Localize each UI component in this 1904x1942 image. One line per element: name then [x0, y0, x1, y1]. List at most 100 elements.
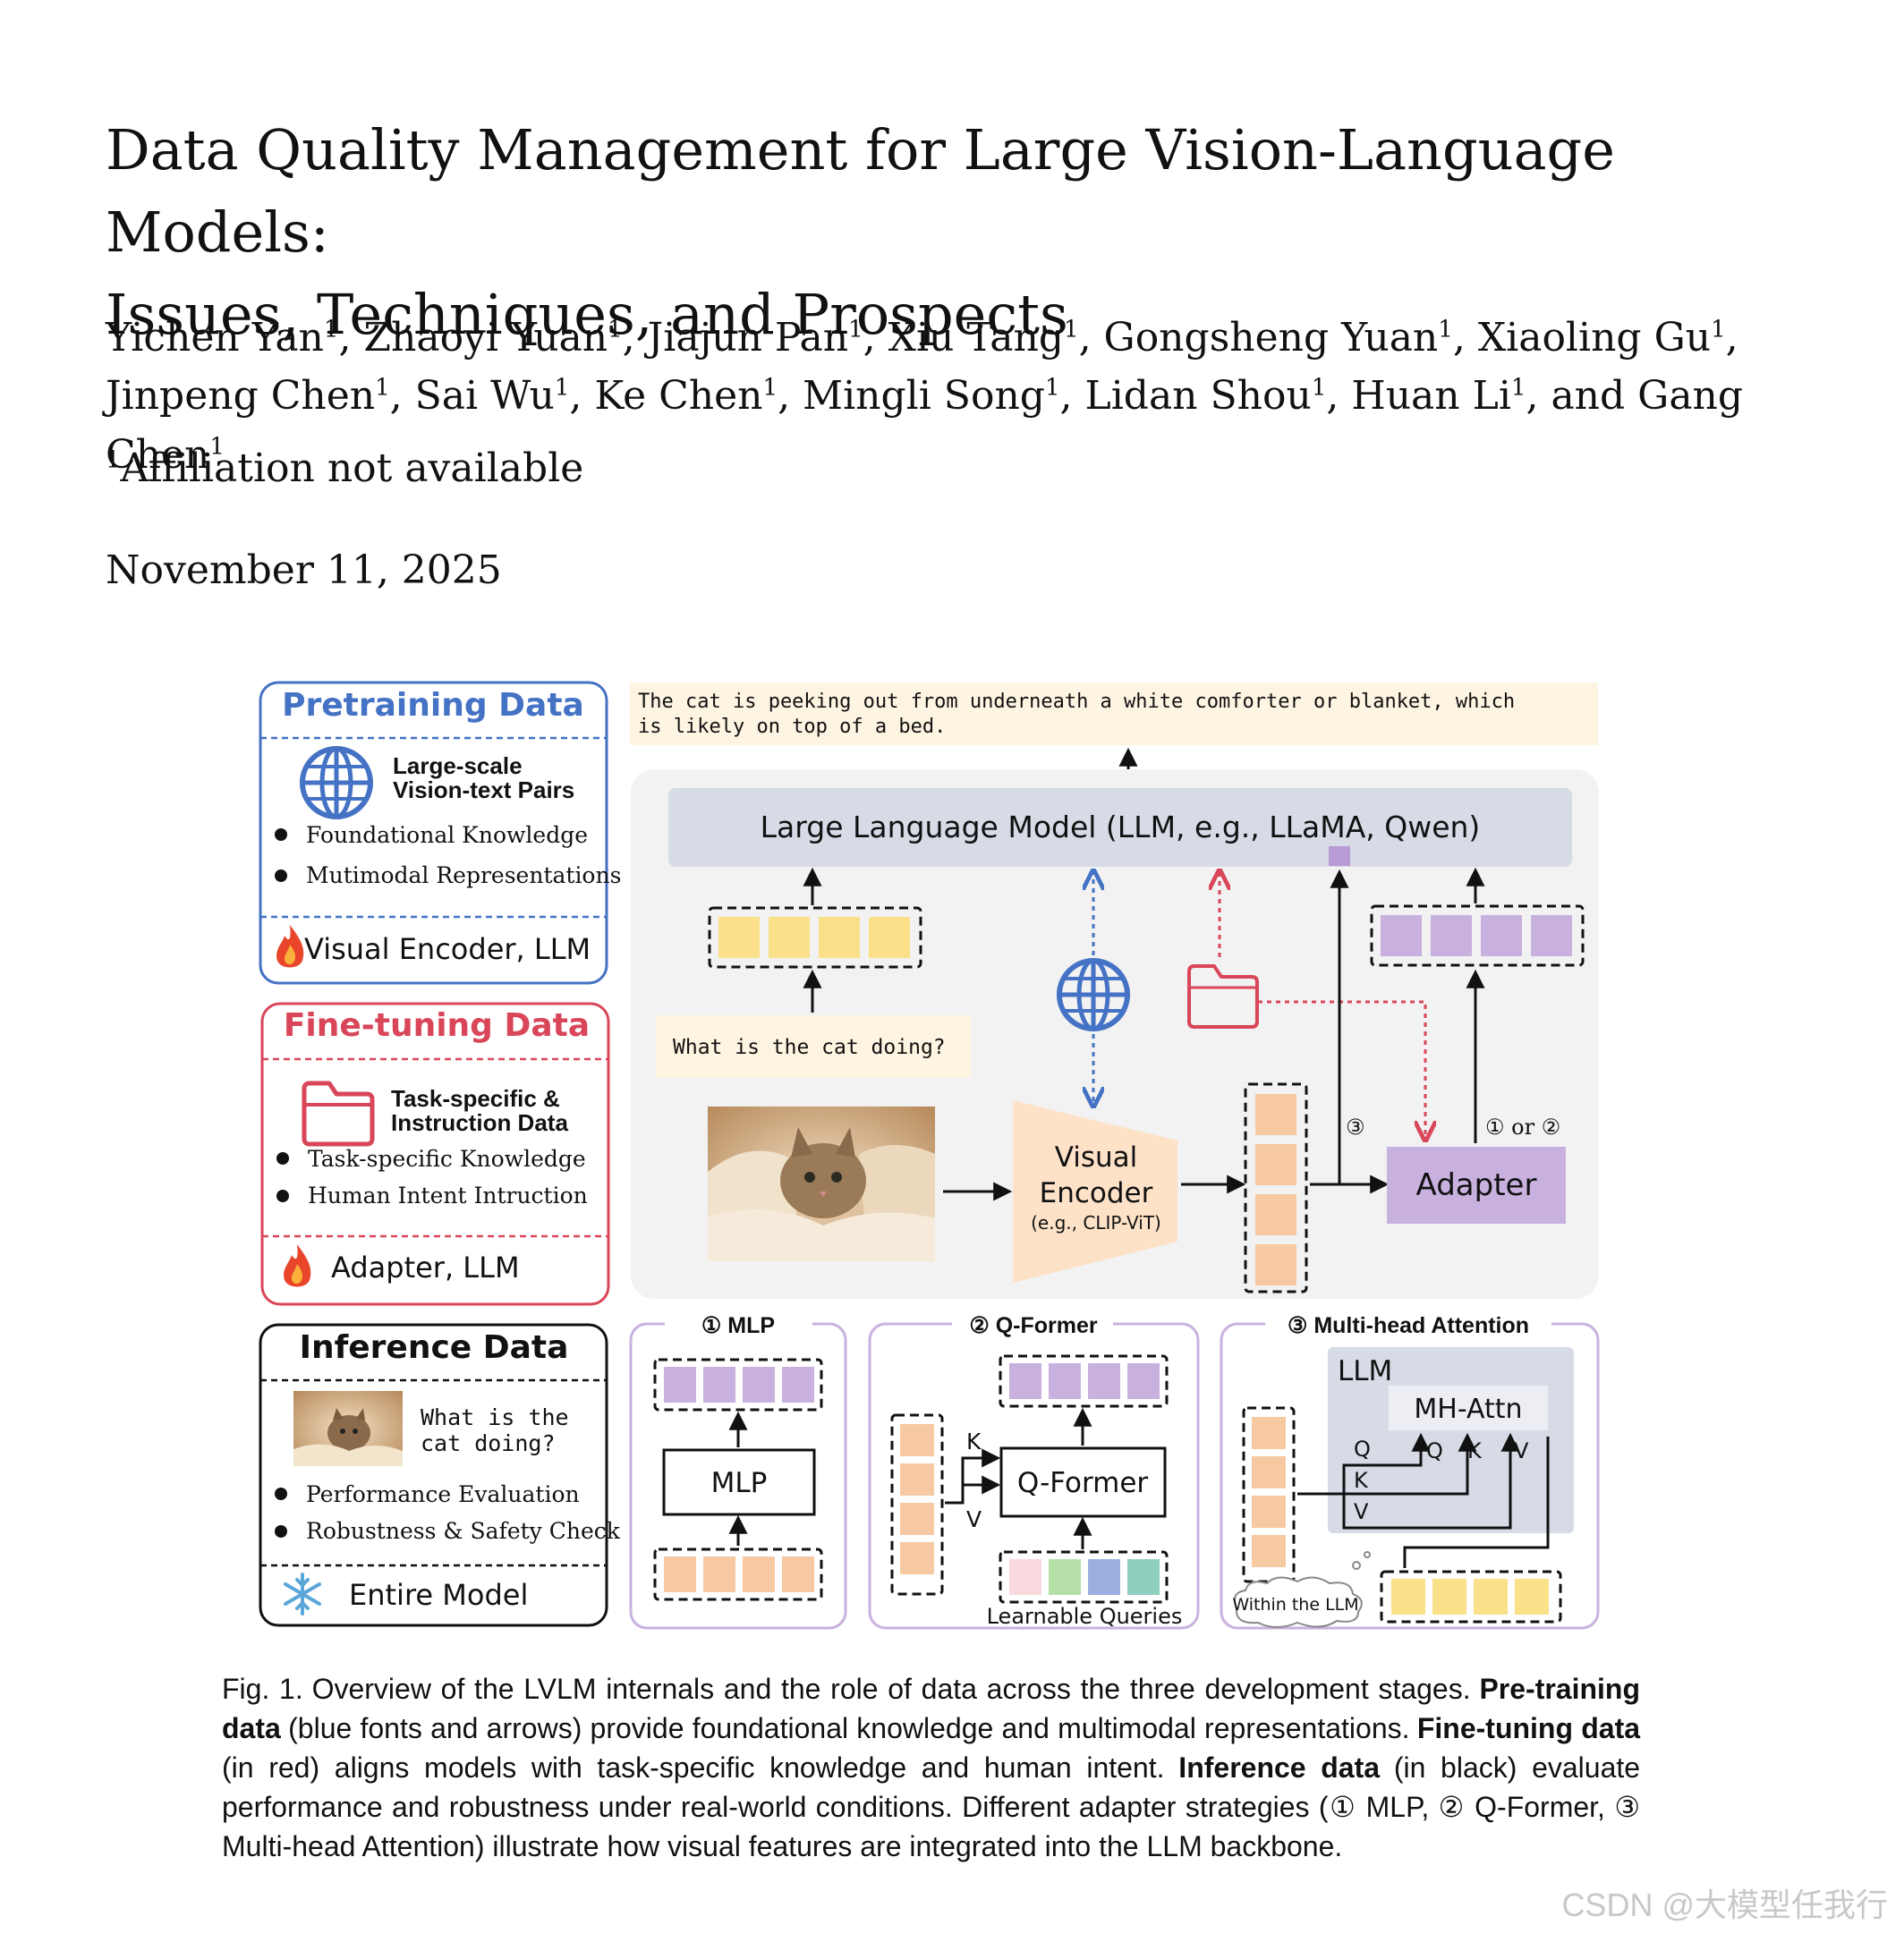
author-line-1: Yichen Yan1, Zhaoyi Yuan1, Jiajun Pan1, …: [106, 314, 1738, 360]
figure-1: Pretraining Data Large-scale Vision-text…: [251, 671, 1611, 1637]
cat-photo-thumbnail: [293, 1391, 403, 1466]
path-label-1or2: ① or ②: [1485, 1115, 1560, 1140]
caption-sentence-2: (blue fonts and arrows) provide foundati…: [288, 1712, 1410, 1744]
svg-text:Q: Q: [1426, 1438, 1443, 1463]
mha-panel-title: ③ Multi-head Attention: [1288, 1313, 1529, 1338]
author-name: Gang Chen: [106, 373, 1744, 478]
pretraining-trainable: Visual Encoder, LLM: [304, 932, 591, 966]
inference-data-box: Inference Data What is the cat doing? Pe…: [259, 1323, 621, 1627]
inference-question-2: cat doing?: [421, 1430, 556, 1456]
finetuning-title: Fine-tuning Data: [284, 1007, 590, 1044]
globe-icon: [1057, 958, 1130, 1031]
visual-token: [1255, 1244, 1296, 1285]
pretraining-data-box: Pretraining Data Large-scale Vision-text…: [259, 681, 621, 985]
author-name: Sai Wu: [414, 373, 555, 420]
mha-panel: ③ Multi-head Attention LLM MH-Attn Q K V…: [1220, 1313, 1600, 1630]
finetuning-bullet-2: Human Intent Intruction: [308, 1183, 588, 1208]
mha-q-label: Q: [1354, 1437, 1371, 1462]
mlp-panel-title: ① MLP: [701, 1313, 775, 1338]
author-affiliation-sup: 1: [848, 316, 863, 343]
author-name: Xiaoling Gu: [1477, 314, 1712, 360]
encoder-label-3: (e.g., CLIP-ViT): [1031, 1212, 1161, 1234]
text-token: [718, 917, 760, 958]
snowflake-icon: [284, 1573, 321, 1616]
author-affiliation-sup: 1: [323, 316, 339, 343]
figure-caption: Fig. 1. Overview of the LVLM internals a…: [222, 1669, 1640, 1866]
adapted-token: [1531, 915, 1572, 956]
affiliation-sup: 1: [106, 446, 121, 474]
author-name: Huan Li: [1351, 373, 1511, 420]
caption-sentence-1: Overview of the LVLM internals and the r…: [311, 1673, 1471, 1705]
caption-sentence-3: (in red) aligns models with task-specifi…: [222, 1751, 1165, 1784]
author-affiliation-sup: 1: [1438, 316, 1453, 343]
prompt-box: [656, 1015, 971, 1078]
caption-bold-1: Pre-training data: [222, 1673, 1641, 1744]
folder-icon: [1187, 964, 1259, 1029]
globe-icon: [300, 746, 373, 819]
author-list: Yichen Yan1, Zhaoyi Yuan1, Jiajun Pan1, …: [106, 304, 1850, 480]
author-name: Jinpeng Chen: [106, 373, 376, 420]
adapter-block: [1387, 1147, 1566, 1224]
qformer-block: Q-Former: [1017, 1467, 1149, 1499]
pretraining-title: Pretraining Data: [282, 687, 584, 724]
author-affiliation-sup: 1: [375, 374, 390, 402]
qformer-panel-title: ② Q-Former: [969, 1313, 1098, 1338]
author-line-2: Jinpeng Chen1, Sai Wu1, Ke Chen1, Mingli…: [106, 373, 1744, 478]
architecture-diagram: Pretraining Data Large-scale Vision-text…: [259, 681, 1600, 1630]
caption-bold-3: Inference data: [1178, 1751, 1381, 1784]
text-token: [869, 917, 910, 958]
finetuning-item-title-2: Instruction Data: [391, 1109, 568, 1136]
pretraining-item-title-2: Vision-text Pairs: [393, 776, 574, 803]
folder-icon: [302, 1081, 375, 1147]
cloud-callout: Within the LLM: [1232, 1551, 1371, 1628]
author-affiliation-sup: 1: [1044, 374, 1060, 402]
adapted-token: [1381, 915, 1422, 956]
pretraining-item-title-1: Large-scale: [393, 752, 523, 779]
cloud-label: Within the LLM: [1232, 1595, 1358, 1615]
watermark: CSDN @大模型任我行: [1561, 1887, 1888, 1923]
author-affiliation-sup: 1: [209, 433, 225, 461]
adapted-token: [1431, 915, 1472, 956]
author-name: Ke Chen: [594, 373, 763, 420]
cat-photo: [708, 1107, 935, 1261]
path-label-3: ③: [1346, 1115, 1365, 1140]
author-name: Mingli Song: [803, 373, 1045, 420]
author-conjunction: and: [1551, 373, 1638, 420]
encoder-label-2: Encoder: [1040, 1177, 1153, 1209]
author-name: Xiu Tang: [888, 314, 1065, 360]
inference-title: Inference Data: [300, 1329, 569, 1366]
author-name: Gongsheng Yuan: [1103, 314, 1439, 360]
flame-icon: [284, 1244, 311, 1287]
qformer-k-label: K: [966, 1429, 982, 1454]
inference-bullet-2: Robustness & Safety Check: [306, 1518, 621, 1544]
mha-k-label: K: [1354, 1468, 1369, 1493]
visual-token: [1255, 1094, 1296, 1135]
inference-bullet-1: Performance Evaluation: [306, 1481, 580, 1507]
author-affiliation-sup: 1: [1311, 374, 1327, 402]
mha-v-label: V: [1354, 1499, 1369, 1524]
inference-question-1: What is the: [421, 1404, 569, 1430]
caption-sentence-4: (in black) evaluate performance and robu…: [222, 1751, 1641, 1862]
paper-title: Data Quality Management for Large Vision…: [106, 109, 1806, 356]
output-line-2: is likely on top of a bed.: [638, 716, 946, 738]
caption-bold-2: Fine-tuning data: [1416, 1712, 1641, 1744]
visual-token: [1255, 1144, 1296, 1185]
author-name: Zhaoyi Yuan: [363, 314, 608, 360]
text-token: [769, 917, 810, 958]
output-line-1: The cat is peeking out from underneath a…: [638, 691, 1515, 713]
flame-icon: [276, 925, 304, 968]
title-line-1: Data Quality Management for Large Vision…: [106, 117, 1615, 265]
author-affiliation-sup: 1: [608, 316, 623, 343]
adapter-label: Adapter: [1416, 1167, 1537, 1203]
affiliation: 1Affiliation not available: [106, 445, 583, 491]
mlp-block: MLP: [711, 1467, 768, 1499]
finetuning-trainable: Adapter, LLM: [331, 1251, 520, 1285]
finetuning-data-box: Fine-tuning Data Task-specific & Instruc…: [260, 1002, 610, 1306]
visual-token: [1255, 1194, 1296, 1235]
mlp-panel: ① MLP MLP: [629, 1313, 847, 1630]
pretraining-bullet-2: Mutimodal Representations: [306, 862, 621, 888]
prompt-text: What is the cat doing?: [673, 1036, 946, 1059]
qformer-panel: ② Q-Former Q-Former Learnable Queries K …: [868, 1313, 1200, 1630]
title-line-2: Issues, Techniques, and Prospects: [106, 282, 1068, 347]
learnable-queries-label: Learnable Queries: [987, 1604, 1183, 1629]
